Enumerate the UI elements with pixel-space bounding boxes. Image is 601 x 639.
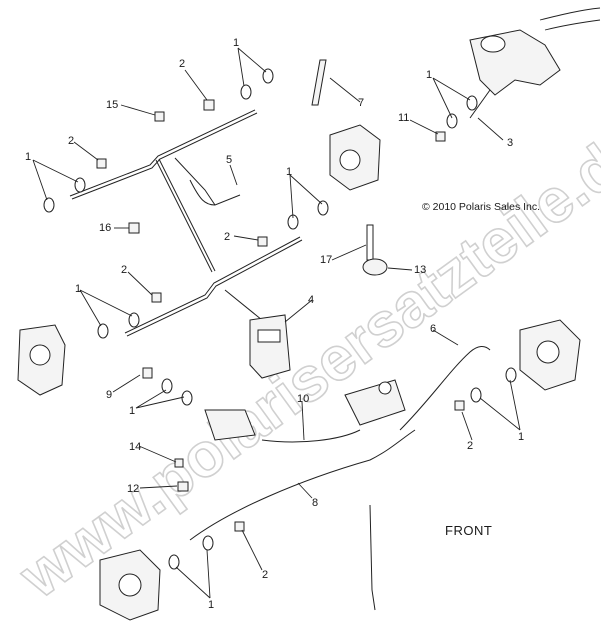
proportioning-valve <box>249 314 291 379</box>
washers <box>43 68 517 570</box>
caliper-left <box>17 324 66 396</box>
callout-labels: 1 2 15 7 1 11 3 2 1 5 1 16 2 17 13 2 1 4… <box>25 37 524 611</box>
rod-7 <box>311 59 327 106</box>
copyright-notice: © 2010 Polaris Sales Inc. <box>422 201 540 213</box>
callout-9: 9 <box>106 389 112 401</box>
components <box>17 7 601 621</box>
callout-1: 1 <box>233 37 239 49</box>
callout-2: 2 <box>262 569 268 581</box>
callout-2: 2 <box>224 231 230 243</box>
callout-17: 17 <box>320 254 332 266</box>
caliper-bottom <box>99 549 161 621</box>
front-label: FRONT <box>445 523 492 538</box>
callout-7: 7 <box>358 97 364 109</box>
callout-4: 4 <box>308 294 314 306</box>
callout-15: 15 <box>106 99 118 111</box>
callout-1: 1 <box>286 166 292 178</box>
callout-2: 2 <box>68 135 74 147</box>
brake-switch-center <box>329 124 381 191</box>
callout-13: 13 <box>414 264 426 276</box>
bolts <box>96 99 465 532</box>
callout-2: 2 <box>121 264 127 276</box>
leader-lines <box>32 47 521 599</box>
callout-1: 1 <box>129 405 135 417</box>
valve-small <box>204 409 256 441</box>
callout-6: 6 <box>430 323 436 335</box>
callout-1: 1 <box>208 599 214 611</box>
callout-3: 3 <box>507 137 513 149</box>
callout-1: 1 <box>426 69 432 81</box>
brake-lines <box>69 89 491 611</box>
callout-5: 5 <box>226 154 232 166</box>
callout-2: 2 <box>179 58 185 70</box>
callout-8: 8 <box>312 497 318 509</box>
caliper-right <box>519 319 581 391</box>
callout-1: 1 <box>75 283 81 295</box>
callout-2: 2 <box>467 440 473 452</box>
callout-12: 12 <box>127 483 139 495</box>
callout-16: 16 <box>99 222 111 234</box>
callout-11: 11 <box>398 112 409 124</box>
valve-assembly <box>344 379 406 426</box>
master-cylinder <box>469 7 601 96</box>
callout-1: 1 <box>25 151 31 163</box>
callout-1: 1 <box>518 431 524 443</box>
callout-14: 14 <box>129 441 141 453</box>
bracket-13 <box>362 224 388 276</box>
callout-10: 10 <box>297 393 309 405</box>
